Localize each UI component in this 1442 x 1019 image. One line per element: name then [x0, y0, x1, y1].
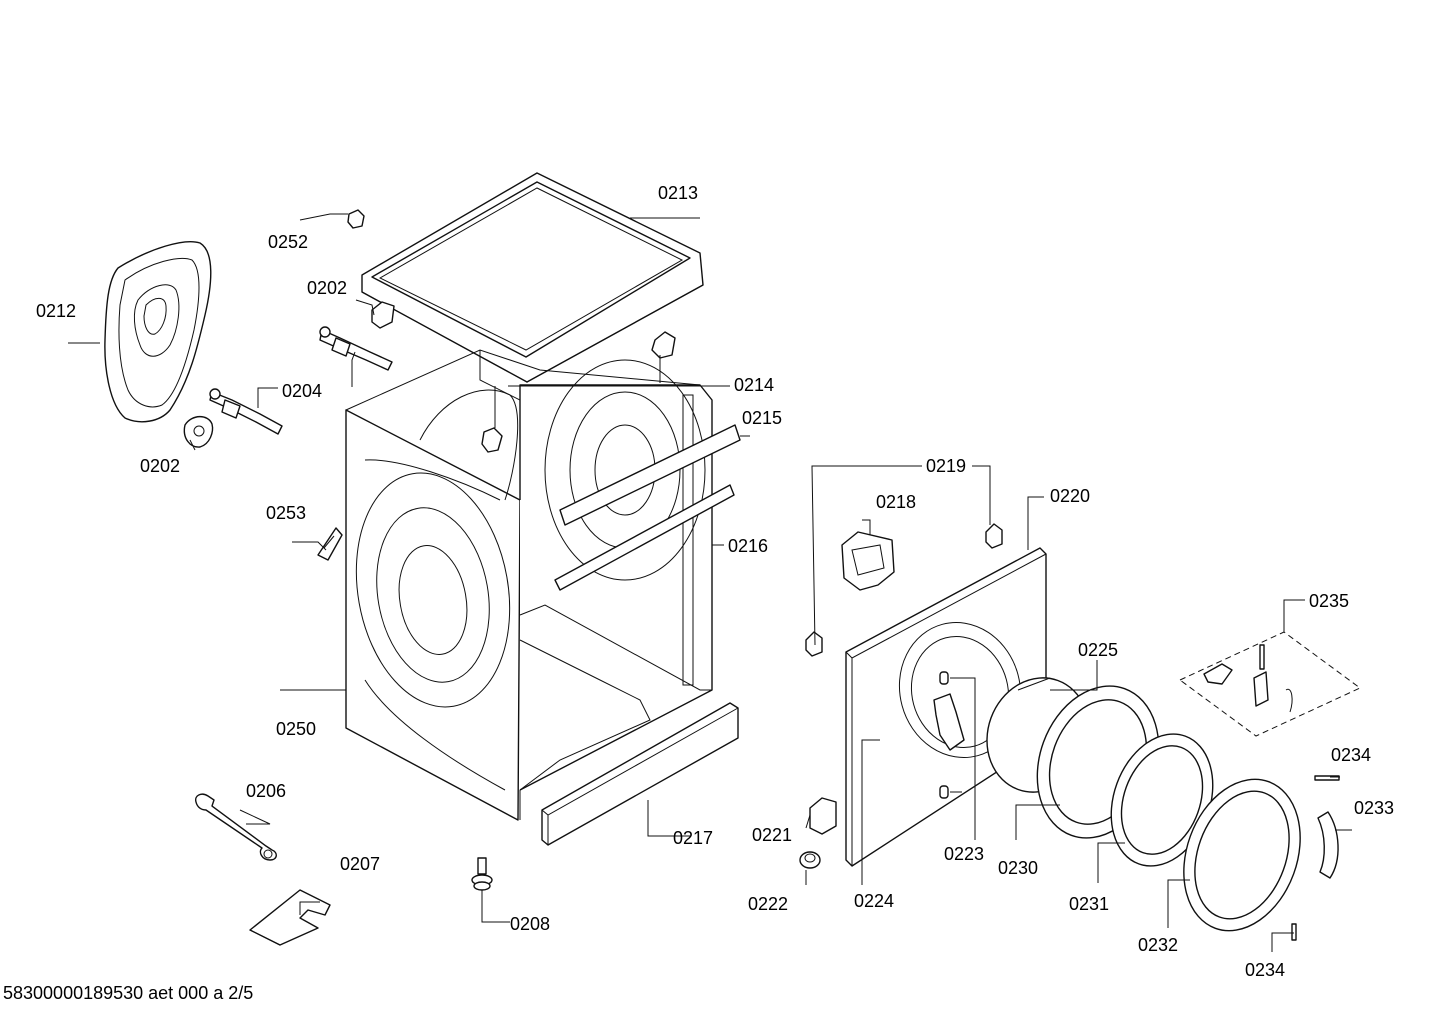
label-0212: 0212	[36, 301, 76, 321]
label-0219: 0219	[926, 456, 966, 476]
label-0232: 0232	[1138, 935, 1178, 955]
label-0214: 0214	[734, 375, 774, 395]
label-0222: 0222	[748, 894, 788, 914]
label-0220: 0220	[1050, 486, 1090, 506]
top-bracket-part	[481, 331, 676, 453]
label-0225: 0225	[1078, 640, 1118, 660]
leader-lines	[68, 213, 1352, 952]
plinth-panel-part	[541, 702, 739, 846]
door-lock-part	[841, 531, 895, 591]
spanner-tool-part	[195, 793, 277, 861]
cross-strut-upper-part	[559, 424, 741, 526]
adjustable-foot-part	[471, 857, 493, 891]
door-glass-part	[1110, 733, 1214, 867]
label-0213: 0213	[658, 183, 698, 203]
outer-door-ring-part	[1183, 778, 1301, 932]
worktop-clamp-part	[371, 301, 395, 329]
rear-panel-part	[104, 241, 212, 423]
clip-left-part	[805, 631, 823, 657]
label-0215: 0215	[742, 408, 782, 428]
label-0223: 0223	[944, 844, 984, 864]
transport-plate-part	[249, 889, 331, 946]
label-0204: 0204	[282, 381, 322, 401]
label-0207: 0207	[340, 854, 380, 874]
label-0234-top: 0234	[1331, 745, 1371, 765]
label-0202-top: 0202	[307, 278, 347, 298]
knob-part	[799, 851, 821, 869]
cross-strut-lower-part	[554, 484, 735, 591]
label-0216: 0216	[728, 536, 768, 556]
lock-kit-part	[1179, 631, 1361, 737]
label-0206: 0206	[246, 781, 286, 801]
door-hinge-foot-part	[183, 415, 214, 448]
door-hinge-part	[933, 693, 965, 751]
door-handle-part	[1317, 811, 1339, 879]
label-0231: 0231	[1069, 894, 1109, 914]
label-0233: 0233	[1354, 798, 1394, 818]
switch-part	[809, 797, 837, 835]
document-id: 58300000189530 aet 000 a 2/5	[3, 983, 253, 1003]
pin-bottom-part	[1291, 923, 1297, 941]
guide-part	[939, 671, 949, 799]
worktop-cover-part	[361, 172, 704, 383]
screw-part	[347, 209, 365, 229]
shock-absorber-upper-part	[319, 326, 393, 371]
label-0202-bottom: 0202	[140, 456, 180, 476]
label-0252: 0252	[268, 232, 308, 252]
label-0250: 0250	[276, 719, 316, 739]
cabinet-housing-part	[345, 349, 713, 821]
label-0235: 0235	[1309, 591, 1349, 611]
shock-absorber-lower-part	[209, 388, 283, 435]
label-0224: 0224	[854, 891, 894, 911]
clip-right-part	[985, 523, 1003, 549]
label-0230: 0230	[998, 858, 1038, 878]
label-0218: 0218	[876, 492, 916, 512]
pin-top-part	[1314, 775, 1340, 781]
label-0253: 0253	[266, 503, 306, 523]
label-0208: 0208	[510, 914, 550, 934]
label-0234-bottom: 0234	[1245, 960, 1285, 980]
label-0221: 0221	[752, 825, 792, 845]
label-0217: 0217	[673, 828, 713, 848]
mounting-bracket-part	[317, 527, 343, 561]
